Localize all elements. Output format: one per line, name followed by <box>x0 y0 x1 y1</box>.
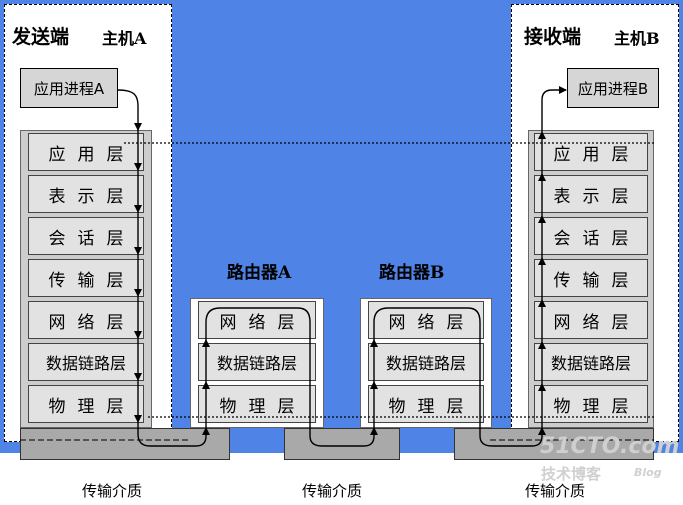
watermark-site: 51CTO.com <box>540 434 680 459</box>
router-b-layer-datalink: 数据链路层 <box>368 343 484 381</box>
receiver-process-box: 应用进程B <box>567 68 659 108</box>
sender-layer-application: 应用层 <box>28 133 144 171</box>
sender-layer-datalink: 数据链路层 <box>28 343 144 381</box>
medium-block-1 <box>20 428 230 460</box>
router-b-flow <box>370 307 546 447</box>
router-b-title: 路由器B <box>379 263 445 283</box>
receiver-layer-application: 应用层 <box>534 133 648 171</box>
receiver-layer-session: 会话层 <box>534 217 648 255</box>
watermark-blog: Blog <box>634 466 662 479</box>
medium-block-3 <box>454 428 654 460</box>
bottom-band <box>0 453 683 505</box>
sender-layer-session: 会话层 <box>28 217 144 255</box>
sender-layer-network: 网络层 <box>28 301 144 339</box>
router-a-title: 路由器A <box>227 263 292 283</box>
sender-role-label: 发送端 <box>12 26 70 48</box>
medium-label-1: 传输介质 <box>82 482 143 500</box>
medium-block-2 <box>284 428 400 460</box>
sender-host-name: 主机A <box>102 29 147 48</box>
receiver-host-name: 主机B <box>614 29 660 48</box>
sender-layer-physical: 物理层 <box>28 385 144 423</box>
sender-process-box: 应用进程A <box>20 68 118 108</box>
receiver-layer-transport: 传输层 <box>534 259 648 297</box>
watermark-subtitle: 技术博客 <box>541 465 602 483</box>
receiver-layer-datalink: 数据链路层 <box>534 343 648 381</box>
sender-layer-presentation: 表示层 <box>28 175 144 213</box>
router-a-flow <box>202 307 378 447</box>
receiver-role-label: 接收端 <box>524 26 582 48</box>
sender-layer-transport: 传输层 <box>28 259 144 297</box>
receiver-layer-network: 网络层 <box>534 301 648 339</box>
router-a-layer-datalink: 数据链路层 <box>198 343 316 381</box>
medium-label-3: 传输介质 <box>525 482 586 500</box>
sender-flow-curve <box>117 89 139 107</box>
receiver-layer-presentation: 表示层 <box>534 175 648 213</box>
sender-to-router-a <box>137 422 210 447</box>
medium-label-2: 传输介质 <box>302 482 363 500</box>
receiver-flow-curve <box>541 86 567 132</box>
